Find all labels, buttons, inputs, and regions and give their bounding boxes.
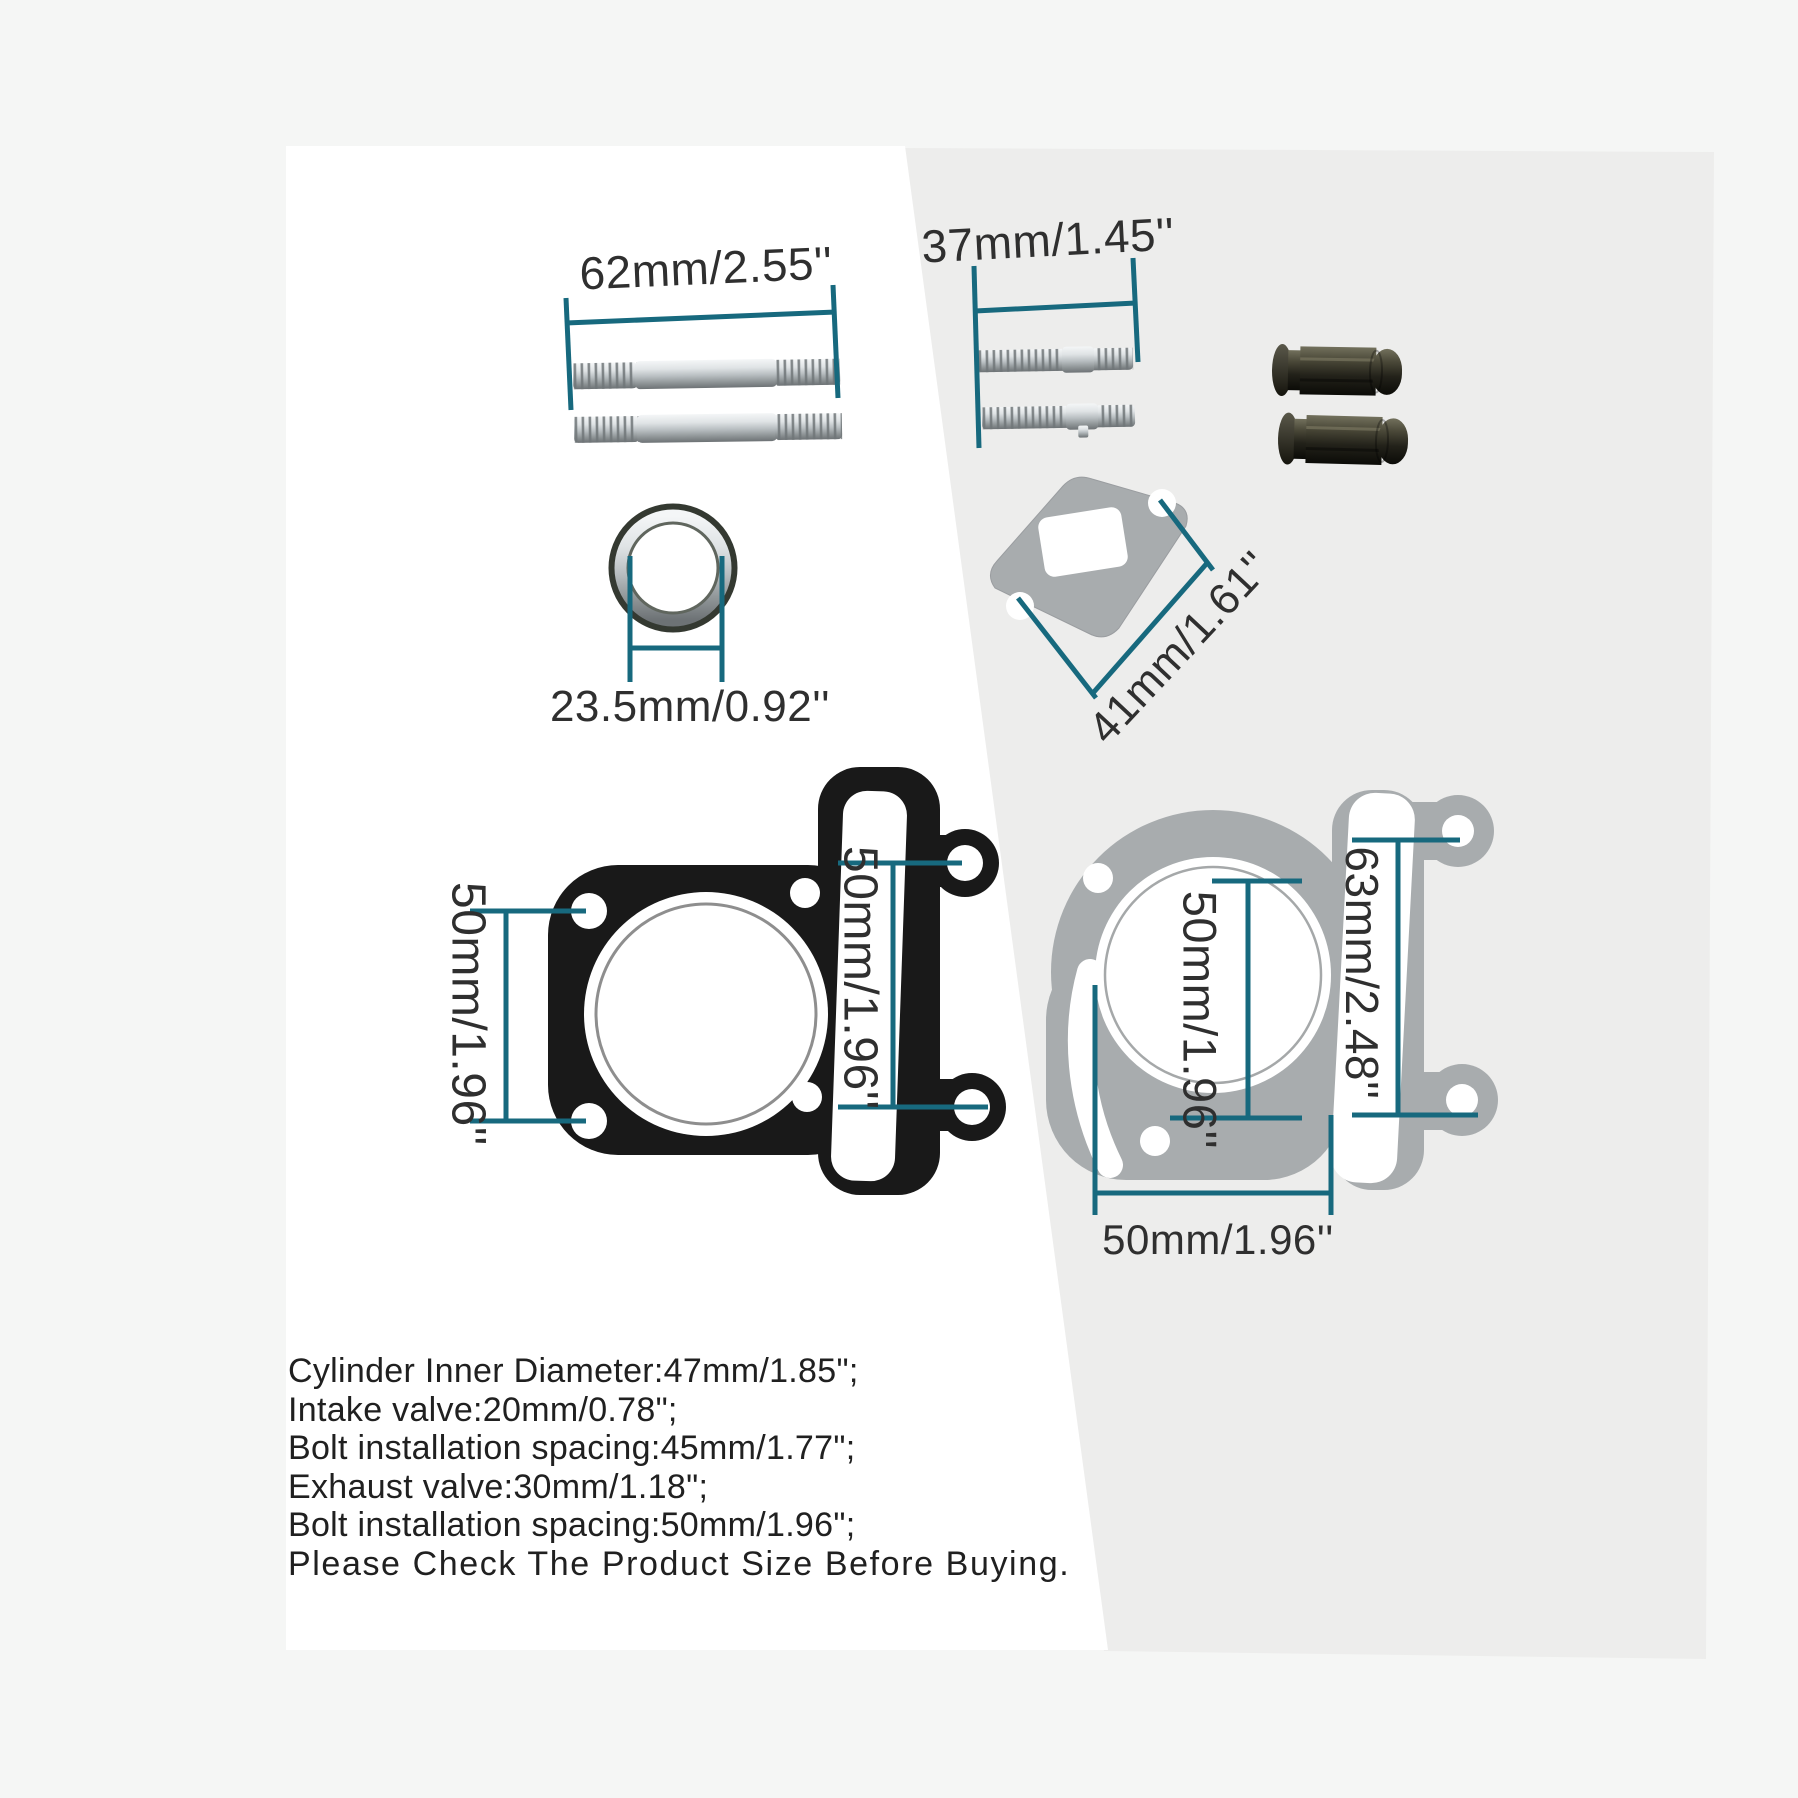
base-gasket [1046,790,1498,1190]
dimension-lines [470,257,1478,1215]
dim-lines-base-gasket-inner [1170,878,1302,1121]
spec-line-intake-valve: Intake valve:20mm/0.78"; [288,1390,678,1429]
exhaust-gasket [990,476,1188,638]
label-head-gasket-left: 50mm/1.96'' [441,882,495,1146]
label-head-gasket-slot: 50mm/1.96'' [833,846,887,1110]
spec-line-bolt-spacing-50: Bolt installation spacing:50mm/1.96"; [288,1506,856,1544]
label-base-gasket-bore: 50mm/1.96'' [1102,1216,1334,1263]
dim-lines-head-gasket-left [470,908,586,1124]
dim-lines-base-gasket-slot [1352,837,1478,1118]
label-base-gasket-inner: 50mm/1.96'' [1173,890,1227,1150]
spec-text-block: Cylinder Inner Diameter:47mm/1.85"; Inta… [288,1352,1070,1583]
spec-line-check-size-note: Please Check The Product Size Before Buy… [288,1544,1071,1583]
long-stud-1 [572,358,841,390]
spec-line-bolt-spacing-45: Bolt installation spacing:45mm/1.77"; [288,1429,856,1467]
dim-lines-head-gasket-slot [838,860,988,1110]
spec-line-exhaust-valve: Exhaust valve:30mm/1.18"; [288,1467,709,1506]
dim-lines-exhaust-gasket [1016,498,1215,700]
label-base-gasket-slot: 63mm/2.48'' [1336,846,1388,1100]
dim-lines-base-gasket-bore [1092,985,1334,1215]
cap-nut-2 [1277,412,1409,466]
short-stud-2 [981,403,1136,438]
dim-lines-short-studs [971,257,1141,449]
long-stud-2 [573,413,843,443]
short-stud-1 [977,346,1134,373]
head-gasket [548,767,1006,1195]
label-long-studs: 62mm/2.55'' [578,236,834,300]
dim-lines-long-studs [563,284,841,411]
spec-line-cylinder-diameter: Cylinder Inner Diameter:47mm/1.85"; [288,1352,859,1390]
label-seal-ring: 23.5mm/0.92'' [549,682,831,731]
cap-nut-1 [1271,344,1403,397]
dim-lines-seal-ring [627,556,725,682]
seal-ring [608,503,738,633]
